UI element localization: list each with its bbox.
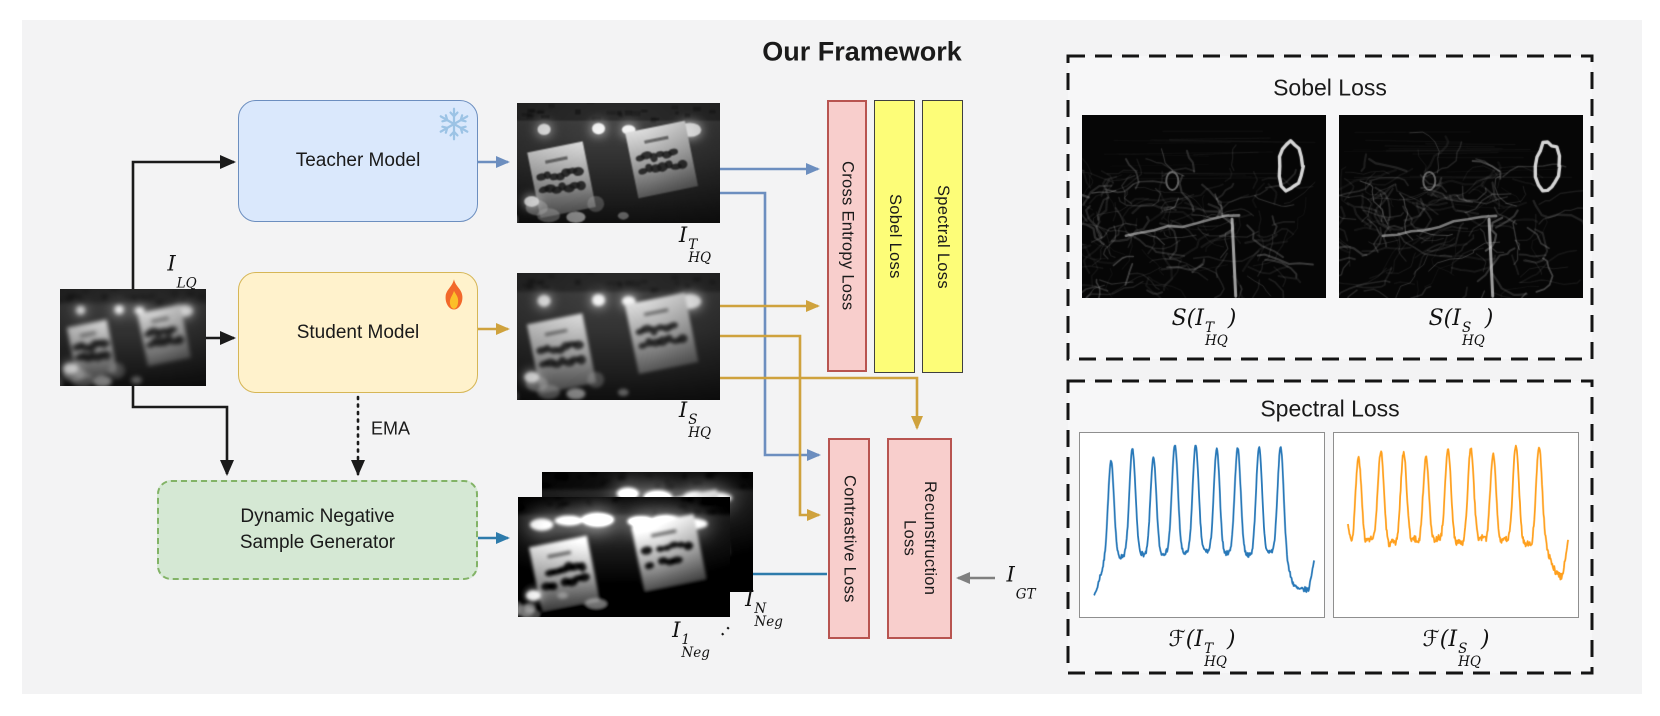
sobel-edge-image-teacher: [1082, 115, 1326, 298]
reconstruction-loss-label: Recunstruction Loss: [900, 481, 940, 596]
arrow-ihqt-to-contrastive: [720, 191, 821, 461]
sobel-loss-label: Sobel Loss: [885, 194, 904, 279]
sobel-edge-image-student: [1339, 115, 1583, 298]
spectral-loss-box: Spectral Loss: [922, 100, 963, 373]
teacher-model-box: Teacher Model: [238, 100, 478, 222]
sobel-panel-title: Sobel Loss: [1273, 74, 1387, 101]
sobel-loss-box: Sobel Loss: [874, 100, 915, 373]
student-model-box: Student Model: [238, 272, 478, 393]
student-output-image: [517, 273, 720, 400]
reconstruction-loss-box: Recunstruction Loss: [887, 438, 952, 639]
contrastive-loss-box: Contrastive Loss: [828, 438, 870, 639]
student-model-label: Student Model: [296, 321, 420, 343]
spectrum-plot-teacher: [1079, 432, 1325, 618]
framework-title: Our Framework: [762, 36, 962, 67]
contrastive-loss-label: Contrastive Loss: [840, 474, 859, 603]
flame-icon: [445, 279, 463, 310]
arrow-ihqs-to-reconstruction: [720, 376, 923, 430]
spectral-loss-label: Spectral Loss: [933, 184, 952, 289]
spectral-panel-title: Spectral Loss: [1260, 395, 1400, 422]
negative-image-front: [518, 497, 730, 617]
arrow-ihqs-to-contrastive: [720, 334, 821, 521]
arrow-lq-to-generator: [131, 385, 234, 476]
spectrum-plot-student: [1333, 432, 1579, 618]
teacher-output-image: [517, 103, 720, 223]
cross-entropy-loss-box: Cross Entropy Loss: [827, 100, 867, 372]
negative-sample-generator-box: Dynamic Negative Sample Generator: [157, 480, 478, 580]
arrow-lq-to-teacher: [131, 155, 236, 289]
teacher-model-label: Teacher Model: [295, 150, 421, 171]
snowflake-icon: [437, 107, 471, 141]
input-image-lq: [60, 289, 206, 386]
negative-sample-generator-label: Dynamic Negative Sample Generator: [239, 506, 396, 553]
cross-entropy-loss-label: Cross Entropy Loss: [838, 161, 857, 311]
ema-label: EMA: [371, 418, 411, 439]
